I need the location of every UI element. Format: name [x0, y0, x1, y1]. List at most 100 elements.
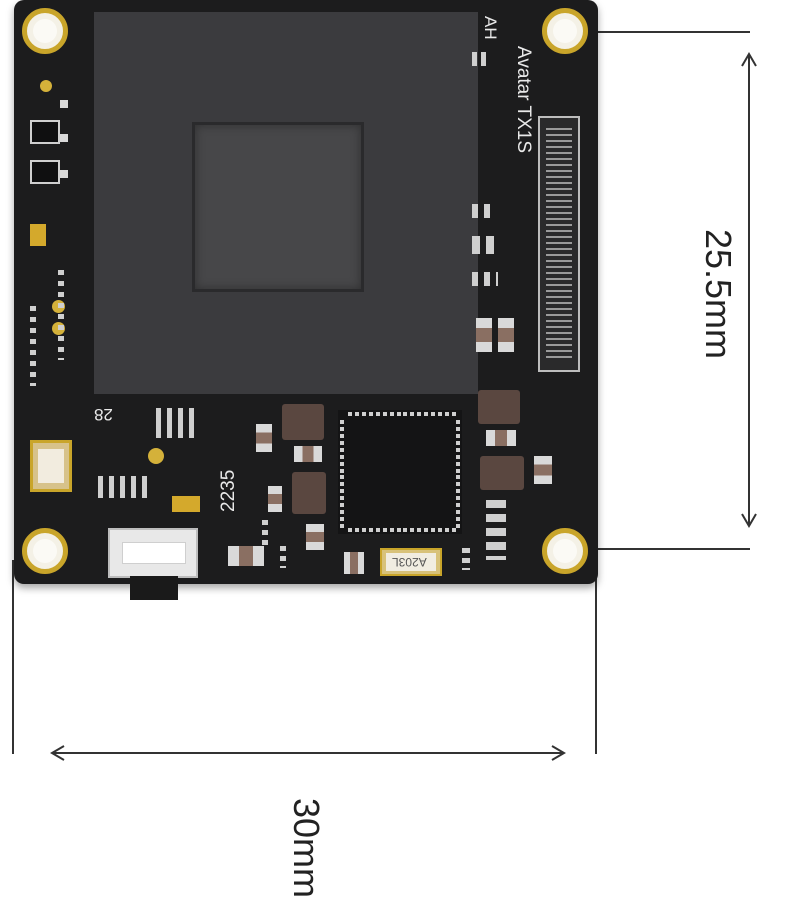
ic-pin: [382, 528, 387, 532]
arrow-down-icon: [741, 513, 757, 528]
ic-pin: [456, 496, 460, 501]
ic-pin: [340, 426, 344, 431]
ic-pin: [396, 528, 401, 532]
ic-pin: [396, 412, 401, 416]
ic-pin: [382, 412, 387, 416]
ic-pin: [340, 461, 344, 466]
corner-code-label: AH: [481, 16, 500, 40]
height-dimension-label: 25.5mm: [698, 228, 739, 360]
ic-pin: [368, 412, 373, 416]
smd-component: [60, 134, 68, 142]
ic-pin: [452, 528, 456, 532]
ic-pin: [456, 510, 460, 515]
ic-pin: [445, 412, 450, 416]
smd-component: [58, 270, 64, 360]
chip-die: [192, 122, 364, 292]
smd-component: [30, 306, 36, 386]
mount-hole-top-left: [22, 8, 68, 54]
capacitor: [268, 486, 282, 512]
ic-pin: [375, 412, 380, 416]
arrow-left-icon: [50, 745, 65, 761]
ic-pin: [456, 524, 460, 528]
ic-pin: [431, 528, 436, 532]
ic-pin: [456, 475, 460, 480]
ic-pin: [348, 528, 352, 532]
inductor: [480, 456, 524, 490]
ic-pin: [456, 461, 460, 466]
ic-pin: [417, 412, 422, 416]
ic-pin: [340, 510, 344, 515]
ic-pin: [340, 517, 344, 522]
ic-pin: [417, 528, 422, 532]
pcb-board: AH Avatar TX1S 28 2235: [14, 0, 598, 584]
arrow-up-icon: [741, 52, 757, 67]
smd-component: [262, 520, 268, 546]
ic-pin: [424, 528, 429, 532]
capacitor: [498, 318, 514, 352]
smd-component: [30, 160, 60, 184]
date-code-label: 2235: [218, 469, 239, 512]
inductor: [282, 404, 324, 440]
ic-pin: [410, 412, 415, 416]
smd-component: [30, 120, 60, 144]
smd-component: [486, 500, 506, 560]
ic-pin: [456, 503, 460, 508]
ic-pin: [340, 440, 344, 445]
arrow-right-icon: [551, 745, 566, 761]
smd-component: [462, 548, 470, 570]
dimension-extension-left: [12, 560, 14, 754]
fpc-connector: [538, 116, 580, 372]
ic-pin: [456, 426, 460, 431]
chip-component: A203L: [380, 548, 442, 576]
height-dimension-arrow: [741, 52, 757, 528]
ic-pin: [456, 454, 460, 459]
ic-pin: [375, 528, 380, 532]
dimension-extension-bottom: [580, 548, 750, 550]
ic-pin: [340, 433, 344, 438]
capacitor: [256, 424, 272, 452]
ic-pin: [340, 468, 344, 473]
ic-pin: [389, 412, 394, 416]
board-number-label: 28: [94, 405, 113, 424]
ic-pin: [456, 489, 460, 494]
width-dimension-label: 30mm: [286, 797, 327, 899]
ic-pin: [340, 482, 344, 487]
ic-pin: [340, 503, 344, 508]
ic-pin: [361, 528, 366, 532]
ic-pin: [403, 412, 408, 416]
smd-component: [472, 204, 492, 218]
ic-pin: [456, 482, 460, 487]
smd-component: [280, 546, 286, 568]
ic-pin: [438, 412, 443, 416]
dimension-extension-right: [595, 560, 597, 754]
component-label: A203L: [392, 555, 427, 569]
ic-pin: [340, 475, 344, 480]
ic-pin: [340, 420, 344, 424]
ic-pin: [403, 528, 408, 532]
ic-pin: [410, 528, 415, 532]
main-ic: [338, 410, 462, 534]
width-dimension-arrow: [50, 745, 566, 761]
gold-pad: [172, 496, 200, 512]
ic-pin: [340, 496, 344, 501]
ic-pin: [456, 468, 460, 473]
crystal-oscillator: [30, 440, 72, 492]
capacitor: [228, 546, 264, 566]
smd-component: [98, 476, 148, 498]
ic-pin: [389, 528, 394, 532]
dimension-extension-top: [580, 31, 750, 33]
ic-pin: [424, 412, 429, 416]
test-point: [40, 80, 52, 92]
ic-pin: [456, 440, 460, 445]
ic-pin: [368, 528, 373, 532]
ic-pin: [361, 412, 366, 416]
smd-component: [472, 236, 500, 254]
capacitor: [476, 318, 492, 352]
capacitor: [344, 552, 364, 574]
mount-hole-bottom-right: [542, 528, 588, 574]
connector-pins: [546, 128, 572, 360]
capacitor: [534, 456, 552, 484]
model-label: Avatar TX1S: [513, 46, 534, 154]
ic-pin: [452, 412, 456, 416]
